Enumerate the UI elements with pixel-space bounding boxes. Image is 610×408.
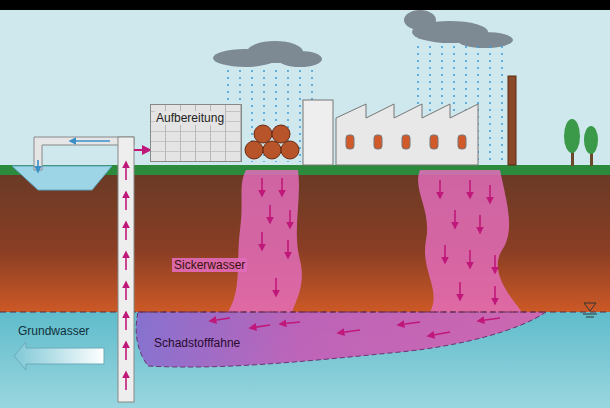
well-flow-arrow: [125, 162, 127, 180]
flow-arrow: [454, 210, 456, 228]
flow-arrow: [479, 215, 481, 233]
water-table-symbol: [583, 303, 597, 317]
trees: [564, 119, 598, 166]
flow-arrow: [428, 332, 450, 336]
well-flow-arrow: [125, 222, 127, 240]
flow-arrow: [469, 180, 471, 198]
factory: [303, 76, 516, 165]
groundwater-label: Grundwasser: [16, 324, 91, 338]
groundwater-flow-arrow: [14, 342, 104, 370]
building-label: Aufbereitung: [155, 111, 225, 125]
well-flow-arrow: [125, 252, 127, 270]
water-table: [0, 312, 610, 313]
rain: [489, 46, 491, 162]
top-bar: [0, 0, 610, 10]
flow-arrow: [494, 286, 496, 304]
well: [70, 140, 110, 142]
well: [118, 137, 134, 402]
flow-arrow: [439, 180, 441, 198]
seepage-plume: [418, 170, 522, 312]
treatment-building: Aufbereitung: [150, 104, 242, 162]
well-flow-arrow: [125, 282, 127, 300]
flow-arrow: [269, 205, 271, 223]
flow-arrow: [261, 232, 263, 250]
barrels: [281, 141, 299, 159]
flow-arrow: [281, 178, 283, 196]
water-table-symbol: [586, 317, 594, 318]
flow-arrow: [459, 282, 461, 300]
flow-arrow: [250, 325, 270, 328]
soil-layer: [0, 174, 610, 314]
factory: [508, 76, 516, 165]
barrels: [254, 125, 272, 143]
well-flow-arrow: [125, 192, 127, 210]
flow-arrow: [444, 245, 446, 263]
flow-arrow: [478, 318, 500, 321]
factory: [374, 135, 382, 149]
flow-arrow: [338, 330, 360, 333]
plume-label: Schadstofffahne: [152, 336, 242, 350]
flow-arrow: [275, 278, 277, 296]
factory: [346, 135, 354, 149]
well: [34, 137, 150, 402]
pond: [12, 166, 112, 190]
well-flow-arrow: [125, 342, 127, 360]
factory: [336, 104, 478, 165]
clouds: [278, 51, 322, 67]
flow-arrow: [280, 322, 300, 324]
flow-arrow: [469, 250, 471, 268]
barrels: [272, 125, 290, 143]
well: [37, 160, 39, 172]
factory: [458, 135, 466, 149]
well: [134, 149, 150, 151]
clouds: [457, 32, 513, 48]
rain: [299, 70, 301, 162]
barrels: [245, 125, 299, 159]
groundwater-layer: [0, 312, 610, 408]
flow-arrow: [210, 318, 230, 321]
well-flow-arrow: [125, 312, 127, 330]
flow-arrow: [489, 185, 491, 203]
water-table-symbol: [584, 303, 596, 311]
barrels: [263, 141, 281, 159]
seepage-label: Sickerwasser: [172, 258, 247, 272]
rain: [501, 46, 503, 162]
well-flow-arrow: [125, 162, 127, 390]
barrels: [245, 141, 263, 159]
flow-arrow: [287, 240, 289, 258]
well-flow-arrow: [125, 372, 127, 390]
factory: [303, 100, 333, 165]
contaminant-plume: [136, 312, 546, 367]
seepage-plume: [228, 170, 302, 312]
flow-arrow: [210, 178, 500, 336]
factory: [402, 135, 410, 149]
factory: [430, 135, 438, 149]
flow-arrow: [289, 210, 291, 228]
flow-arrow: [398, 322, 420, 325]
trees: [564, 119, 580, 153]
trees: [584, 126, 598, 154]
clouds: [213, 10, 513, 67]
flow-arrow: [261, 178, 263, 196]
flow-arrow: [494, 255, 496, 273]
water-table-symbol: [583, 314, 597, 315]
